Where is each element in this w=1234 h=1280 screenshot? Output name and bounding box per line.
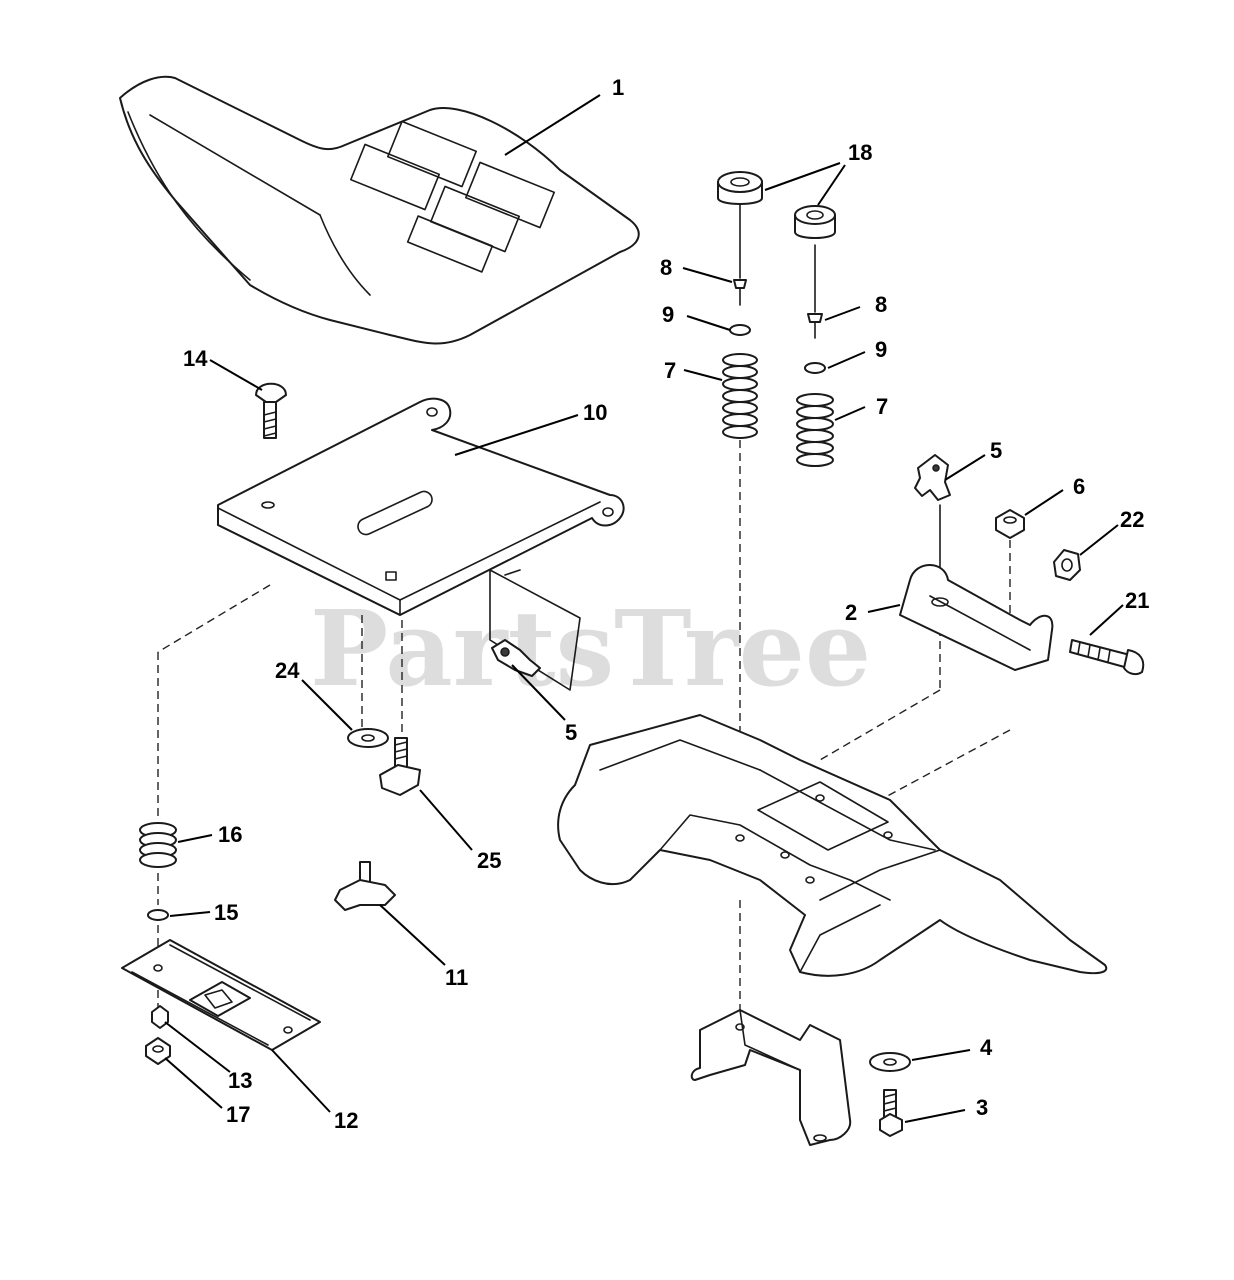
callout-9-left: 9 <box>662 302 674 327</box>
screw-left <box>733 279 747 306</box>
callout-6: 6 <box>1073 474 1085 499</box>
seat <box>119 75 640 345</box>
washer-24 <box>347 728 389 748</box>
fender-pan <box>557 714 1108 977</box>
callout-10: 10 <box>583 400 607 425</box>
callout-leaders <box>164 94 1124 1123</box>
callout-7-left: 7 <box>664 358 676 383</box>
pivot-bracket <box>899 564 1054 671</box>
seat-switch-left <box>491 639 541 677</box>
shoulder-bolt <box>379 737 421 796</box>
callout-5-left: 5 <box>565 720 577 745</box>
callout-8-right: 8 <box>875 292 887 317</box>
seat-pan <box>217 397 625 691</box>
callout-14: 14 <box>183 346 208 371</box>
callout-13: 13 <box>228 1068 252 1093</box>
mounting-bracket <box>690 1009 852 1146</box>
spring-left <box>722 353 758 439</box>
callout-17: 17 <box>226 1102 250 1127</box>
callout-7-right: 7 <box>876 394 888 419</box>
callout-8-left: 8 <box>660 255 672 280</box>
nut-22 <box>1053 549 1081 581</box>
washer-24-hole <box>361 734 375 742</box>
callout-21: 21 <box>1125 588 1149 613</box>
lock-nut-13 <box>151 1005 169 1029</box>
spring-small <box>139 822 177 868</box>
shoulder-bolt-21 <box>1069 639 1145 676</box>
hex-bolt-3 <box>879 1089 903 1137</box>
callout-1: 1 <box>612 75 624 100</box>
callout-5-right: 5 <box>990 438 1002 463</box>
washer-4 <box>869 1052 911 1072</box>
callout-15: 15 <box>214 900 238 925</box>
callout-4: 4 <box>980 1035 993 1060</box>
callout-11: 11 <box>445 965 468 990</box>
nut-17 <box>145 1037 171 1065</box>
bumper-right <box>794 205 836 239</box>
washer-15 <box>147 909 169 921</box>
callout-18: 18 <box>848 140 872 165</box>
callout-24: 24 <box>275 658 300 683</box>
carriage-bolt <box>255 382 287 439</box>
nut-6 <box>995 509 1025 539</box>
callout-2: 2 <box>845 600 857 625</box>
washer-4-hole <box>883 1058 897 1066</box>
callout-22: 22 <box>1120 507 1144 532</box>
washer-9-left <box>729 324 751 336</box>
washer-9-right <box>804 362 826 374</box>
spring-right <box>796 393 834 467</box>
callout-12: 12 <box>334 1108 358 1133</box>
bumper-left <box>717 171 763 205</box>
screw-right <box>807 313 823 339</box>
seat-switch-right <box>914 454 951 501</box>
callout-9-right: 9 <box>875 337 887 362</box>
callout-3: 3 <box>976 1095 988 1120</box>
callout-labels: 1 18 8 8 9 9 7 7 14 10 5 6 22 2 21 24 5 … <box>183 75 1149 1133</box>
adjustment-knob <box>334 861 396 911</box>
callout-25: 25 <box>477 848 501 873</box>
callout-16: 16 <box>218 822 242 847</box>
slide-rail <box>121 939 321 1051</box>
